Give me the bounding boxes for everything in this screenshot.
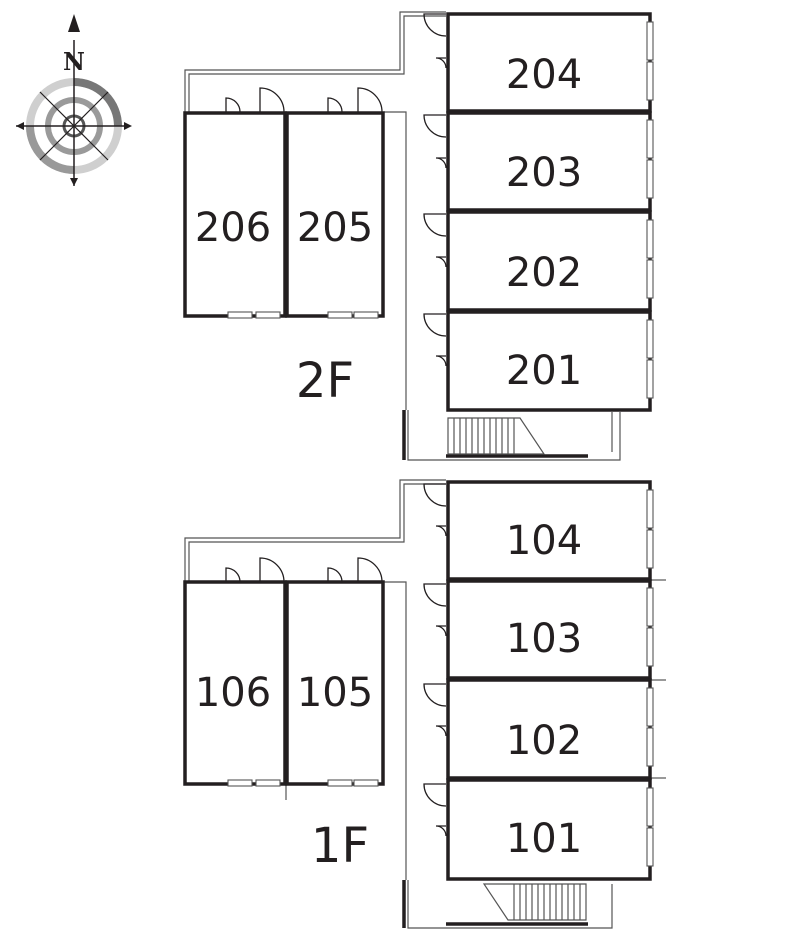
room-number-101: 101: [506, 816, 582, 862]
compass-rose-icon: N: [16, 14, 132, 186]
floor-2f: 206 205 204 203: [183, 11, 654, 461]
room-203[interactable]: 203: [423, 111, 654, 212]
room-104[interactable]: 104: [423, 480, 654, 581]
room-205[interactable]: 205: [285, 87, 385, 319]
room-number-104: 104: [506, 518, 582, 564]
floor-label-1f: 1F: [311, 818, 369, 874]
room-number-102: 102: [506, 718, 582, 764]
room-204[interactable]: 204: [423, 12, 654, 113]
room-101[interactable]: 101: [423, 778, 654, 881]
room-number-201: 201: [506, 348, 582, 394]
room-106[interactable]: 106: [183, 557, 287, 787]
room-number-106: 106: [195, 670, 271, 716]
north-label: N: [63, 47, 85, 76]
room-number-103: 103: [506, 616, 582, 662]
room-number-206: 206: [195, 205, 271, 251]
room-202[interactable]: 202: [423, 210, 654, 312]
room-number-203: 203: [506, 150, 582, 196]
room-103[interactable]: 103: [423, 579, 654, 680]
room-number-205: 205: [297, 205, 373, 251]
room-102[interactable]: 102: [423, 678, 654, 780]
floor-1f: 106 105 104 103: [183, 479, 666, 929]
room-201[interactable]: 201: [423, 310, 654, 412]
room-number-204: 204: [506, 52, 582, 98]
room-206[interactable]: 206: [183, 87, 287, 319]
room-number-105: 105: [297, 670, 373, 716]
stairs-2f: [447, 417, 546, 455]
floor-label-2f: 2F: [296, 353, 354, 409]
room-105[interactable]: 105: [285, 557, 385, 787]
stairs-1f: [482, 883, 587, 921]
room-number-202: 202: [506, 250, 582, 296]
